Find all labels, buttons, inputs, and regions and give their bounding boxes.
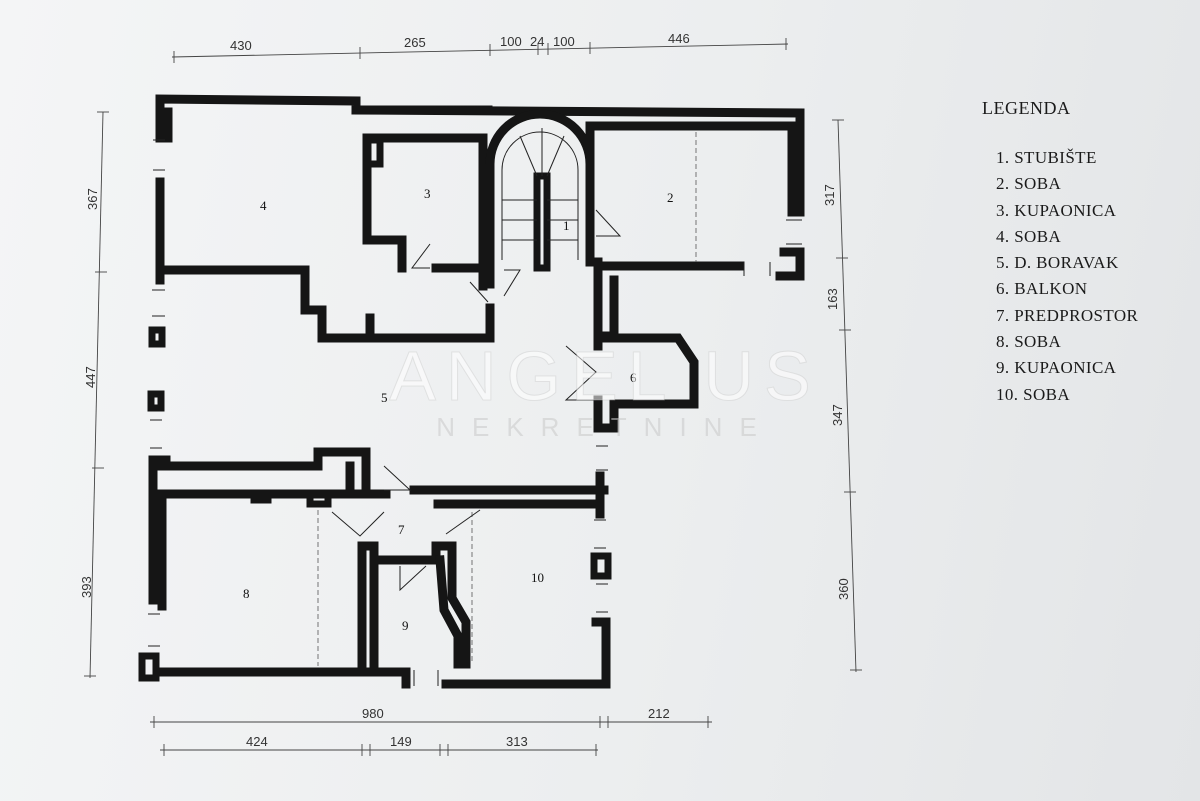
room-label-6: 6 bbox=[630, 370, 637, 385]
room-label-7: 7 bbox=[398, 522, 405, 537]
legend-item: 5. D. BORAVAK bbox=[996, 253, 1119, 273]
dim-left-3: 393 bbox=[79, 576, 94, 598]
dim-right-1: 317 bbox=[822, 184, 837, 206]
room-label-10: 10 bbox=[531, 570, 544, 585]
dim-bottom-part-3: 313 bbox=[506, 734, 528, 749]
dimension-labels: 430 265 100 24 100 446 367 447 393 317 1… bbox=[79, 31, 851, 749]
dim-right-2: 163 bbox=[825, 288, 840, 310]
dim-bottom-part-2: 149 bbox=[390, 734, 412, 749]
legend-item: 4. SOBA bbox=[996, 226, 1062, 246]
dim-bottom-total: 980 bbox=[362, 706, 384, 721]
legend-item: 3. KUPAONICA bbox=[996, 200, 1117, 220]
dimension-lines bbox=[84, 38, 862, 756]
room-label-8: 8 bbox=[243, 586, 250, 601]
dim-right-4: 360 bbox=[836, 578, 851, 600]
legend-title: LEGENDA bbox=[982, 98, 1071, 118]
legend-item: 9. KUPAONICA bbox=[996, 358, 1117, 378]
dim-top-5: 100 bbox=[553, 34, 575, 49]
dim-left-1: 367 bbox=[85, 188, 100, 210]
legend-item: 1. STUBIŠTE bbox=[996, 148, 1097, 167]
legend-item: 8. SOBA bbox=[996, 332, 1062, 352]
legend: LEGENDA 1. STUBIŠTE 2. SOBA 3. KUPAONICA… bbox=[982, 98, 1138, 408]
room-label-9: 9 bbox=[402, 618, 409, 633]
room-label-1: 1 bbox=[563, 218, 570, 233]
dim-right-3: 347 bbox=[830, 404, 845, 426]
dim-top-2: 265 bbox=[404, 35, 426, 50]
legend-list: 1. STUBIŠTE 2. SOBA 3. KUPAONICA 4. SOBA… bbox=[982, 145, 1138, 408]
legend-item: 6. BALKON bbox=[996, 279, 1088, 299]
legend-item: 7. PREDPROSTOR bbox=[996, 305, 1139, 325]
room-label-5: 5 bbox=[381, 390, 388, 405]
dim-left-2: 447 bbox=[83, 366, 98, 388]
legend-item: 10. SOBA bbox=[996, 384, 1071, 404]
walls bbox=[138, 94, 805, 689]
dim-bottom-part-1: 424 bbox=[246, 734, 268, 749]
legend-item: 2. SOBA bbox=[996, 174, 1062, 194]
construction-lines bbox=[148, 128, 802, 686]
dim-bottom-side: 212 bbox=[648, 706, 670, 721]
dim-top-4: 24 bbox=[530, 34, 544, 49]
room-label-3: 3 bbox=[424, 186, 431, 201]
room-labels: 1 2 3 4 5 6 7 8 9 10 bbox=[243, 186, 674, 633]
room-label-2: 2 bbox=[667, 190, 674, 205]
dim-top-1: 430 bbox=[230, 38, 252, 53]
dim-top-6: 446 bbox=[668, 31, 690, 46]
room-label-4: 4 bbox=[260, 198, 267, 213]
dim-top-3: 100 bbox=[500, 34, 522, 49]
